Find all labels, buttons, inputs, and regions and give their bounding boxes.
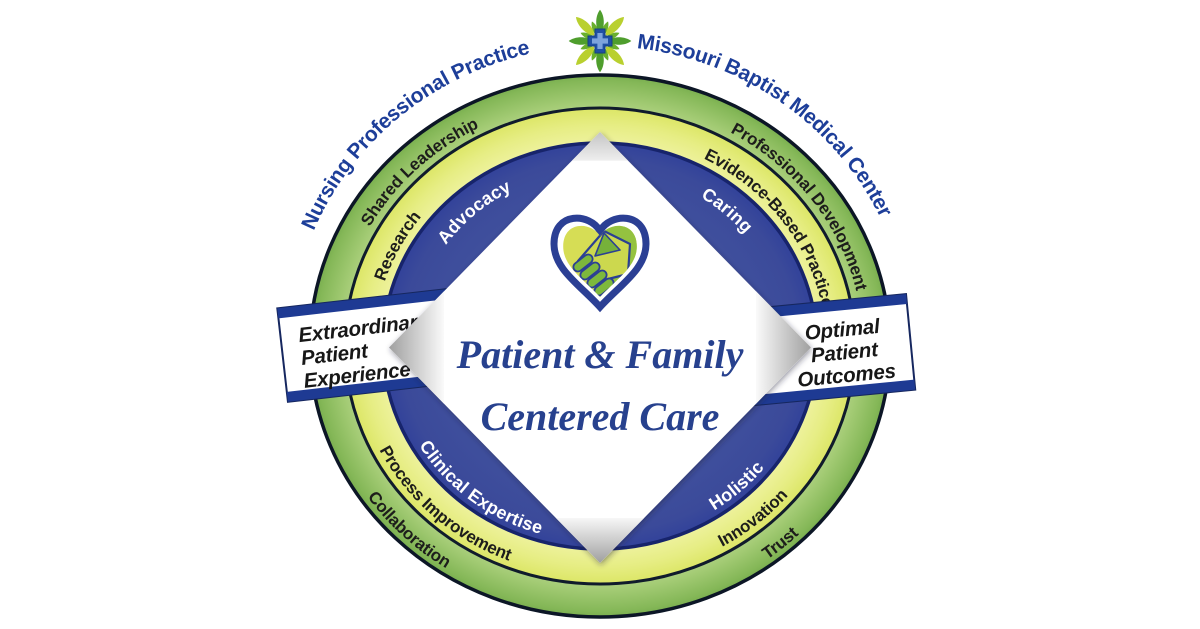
diamond-bevel-left [389, 291, 444, 404]
diamond-bevel-bottom [556, 518, 644, 563]
leaf-cross-logo-icon [568, 9, 632, 73]
diamond-bevel-top [572, 132, 628, 161]
center-title-line2: Centered Care [481, 394, 720, 439]
hand-green-fingers [572, 253, 615, 297]
diamond-face [389, 132, 811, 563]
left-banner-stripe-top [277, 286, 474, 319]
center-diamond: Patient & Family Centered Care [389, 132, 811, 563]
right-banner-stripe-top [736, 294, 907, 321]
hand-clasp-wedge [594, 232, 621, 257]
center-title-line1: Patient & Family [456, 332, 744, 377]
right-banner-stripe-bottom [745, 379, 916, 406]
logo-cross-inner [592, 33, 608, 49]
diamond-bevel-right [756, 291, 811, 404]
